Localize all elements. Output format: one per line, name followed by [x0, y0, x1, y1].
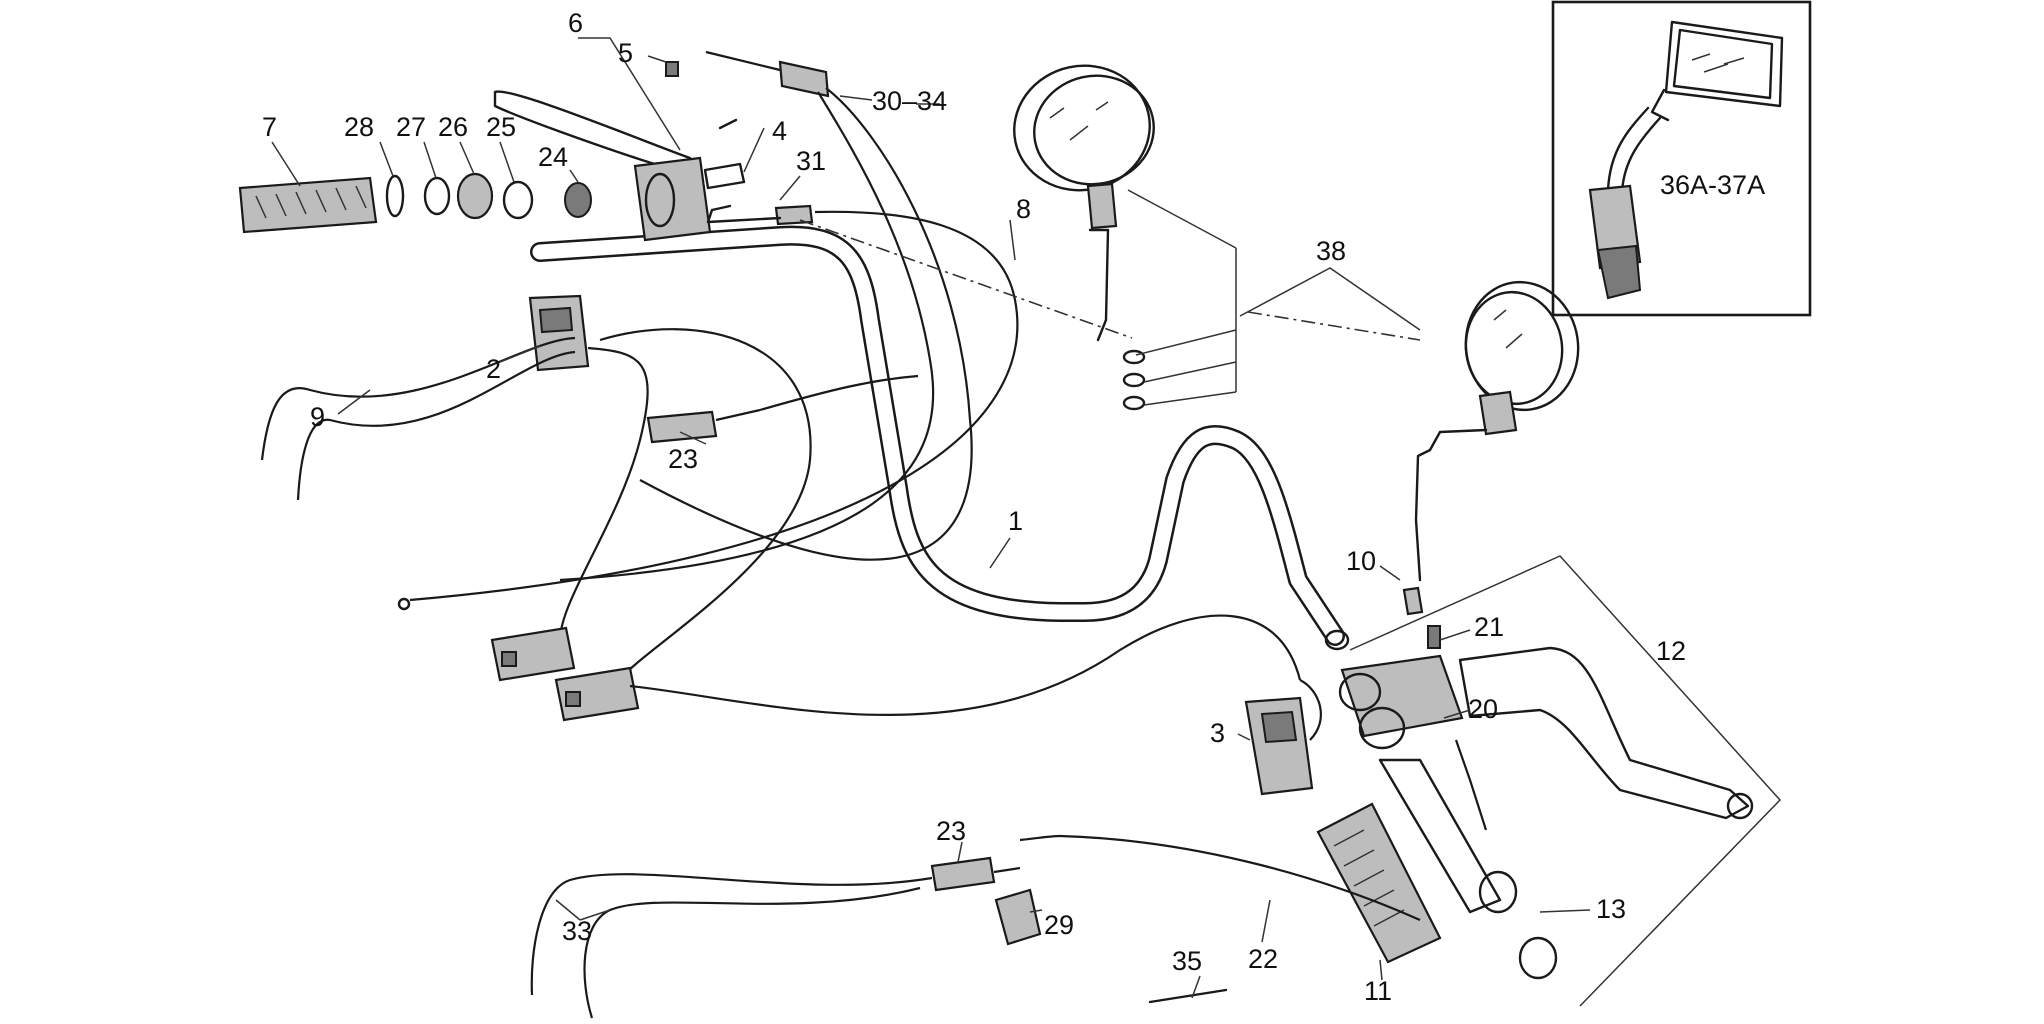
callout-33: 33 — [562, 916, 592, 946]
callout-4: 4 — [772, 116, 787, 146]
callout-labels: 6 5 30–34 7 28 27 26 25 4 24 31 8 2 9 23… — [262, 8, 1765, 1006]
callout-10: 10 — [1346, 546, 1376, 576]
brake-lever — [1458, 646, 1750, 820]
left-grip — [238, 176, 378, 234]
right-mirror-head — [1464, 280, 1580, 412]
callout-23-top: 23 — [668, 444, 698, 474]
bottom-cables — [530, 834, 1421, 1019]
throttle-tube — [1378, 758, 1502, 914]
callout-7: 7 — [262, 112, 277, 142]
washer-28 — [385, 174, 405, 218]
callout-29: 29 — [1044, 910, 1074, 940]
left-switch — [528, 294, 590, 372]
callout-31: 31 — [796, 146, 826, 176]
washer-26 — [456, 172, 494, 220]
callout-leaders — [271, 37, 1591, 999]
washer-13b — [1518, 936, 1558, 980]
throttle-cables — [397, 50, 1019, 611]
screw-5 — [665, 61, 679, 77]
callout-21: 21 — [1474, 612, 1504, 642]
left-mirror — [799, 64, 1237, 411]
callout-26: 26 — [438, 112, 468, 142]
cable-8 — [409, 210, 1019, 602]
cable-9b — [296, 350, 576, 501]
handlebar-tube — [530, 225, 1350, 651]
callout-27: 27 — [396, 112, 426, 142]
ferrule-23-bottom — [930, 856, 996, 892]
callout-35: 35 — [1172, 946, 1202, 976]
left-switch-cables — [260, 328, 1302, 722]
screw-4 — [718, 118, 738, 130]
callout-8: 8 — [1016, 194, 1031, 224]
left-controls — [238, 61, 814, 372]
callout-20: 20 — [1468, 694, 1498, 724]
bolt-10 — [1402, 586, 1424, 616]
callout-13: 13 — [1596, 894, 1626, 924]
left-mirror-head — [1013, 64, 1151, 192]
right-mirror-stem — [1478, 390, 1518, 436]
rect-mirror-head — [1664, 20, 1784, 108]
rect-mirror-stem — [1606, 106, 1650, 192]
callout-22: 22 — [1248, 944, 1278, 974]
inset-frame — [1551, 0, 1812, 317]
bush-25 — [502, 180, 534, 220]
inset-alternative-mirror — [1551, 0, 1812, 317]
washer-27 — [423, 176, 451, 216]
callout-30-34: 30–34 — [872, 86, 947, 116]
callout-5: 5 — [618, 38, 633, 68]
callout-23-bottom: 23 — [936, 816, 966, 846]
cable-34 — [639, 87, 973, 561]
cable-33b — [583, 886, 921, 1019]
cable-33a — [530, 873, 933, 996]
right-controls — [1244, 555, 1782, 1007]
callout-11: 11 — [1364, 976, 1392, 1006]
master-cylinder — [1340, 654, 1464, 738]
clutch-lever — [493, 90, 692, 174]
cable-9a — [260, 336, 576, 461]
callout-3: 3 — [1210, 718, 1225, 748]
callout-6: 6 — [568, 8, 583, 38]
callout-9: 9 — [310, 402, 325, 432]
callout-1: 1 — [1008, 506, 1023, 536]
ferrule-23-top — [646, 410, 718, 444]
washer-13a — [1478, 870, 1518, 914]
callout-24: 24 — [538, 142, 568, 172]
adjuster-31 — [774, 204, 814, 226]
cable-cap-30 — [778, 60, 830, 98]
assembly-frame-12 — [1349, 555, 1782, 1007]
lever-bracket — [633, 156, 712, 242]
cable-22 — [1059, 834, 1421, 922]
callout-2: 2 — [486, 354, 501, 384]
pin-35 — [1148, 988, 1228, 1004]
right-mirror — [1239, 267, 1580, 616]
callout-12: 12 — [1656, 636, 1686, 666]
callout-38: 38 — [1316, 236, 1346, 266]
callout-25: 25 — [486, 112, 516, 142]
callout-36a-37a: 36A-37A — [1660, 170, 1765, 200]
washer-24 — [564, 182, 592, 218]
cap-29 — [994, 888, 1042, 946]
left-mirror-stem — [1086, 182, 1118, 230]
right-grip — [1316, 802, 1442, 964]
handlebar-end — [1324, 629, 1350, 651]
callout-28: 28 — [344, 112, 374, 142]
